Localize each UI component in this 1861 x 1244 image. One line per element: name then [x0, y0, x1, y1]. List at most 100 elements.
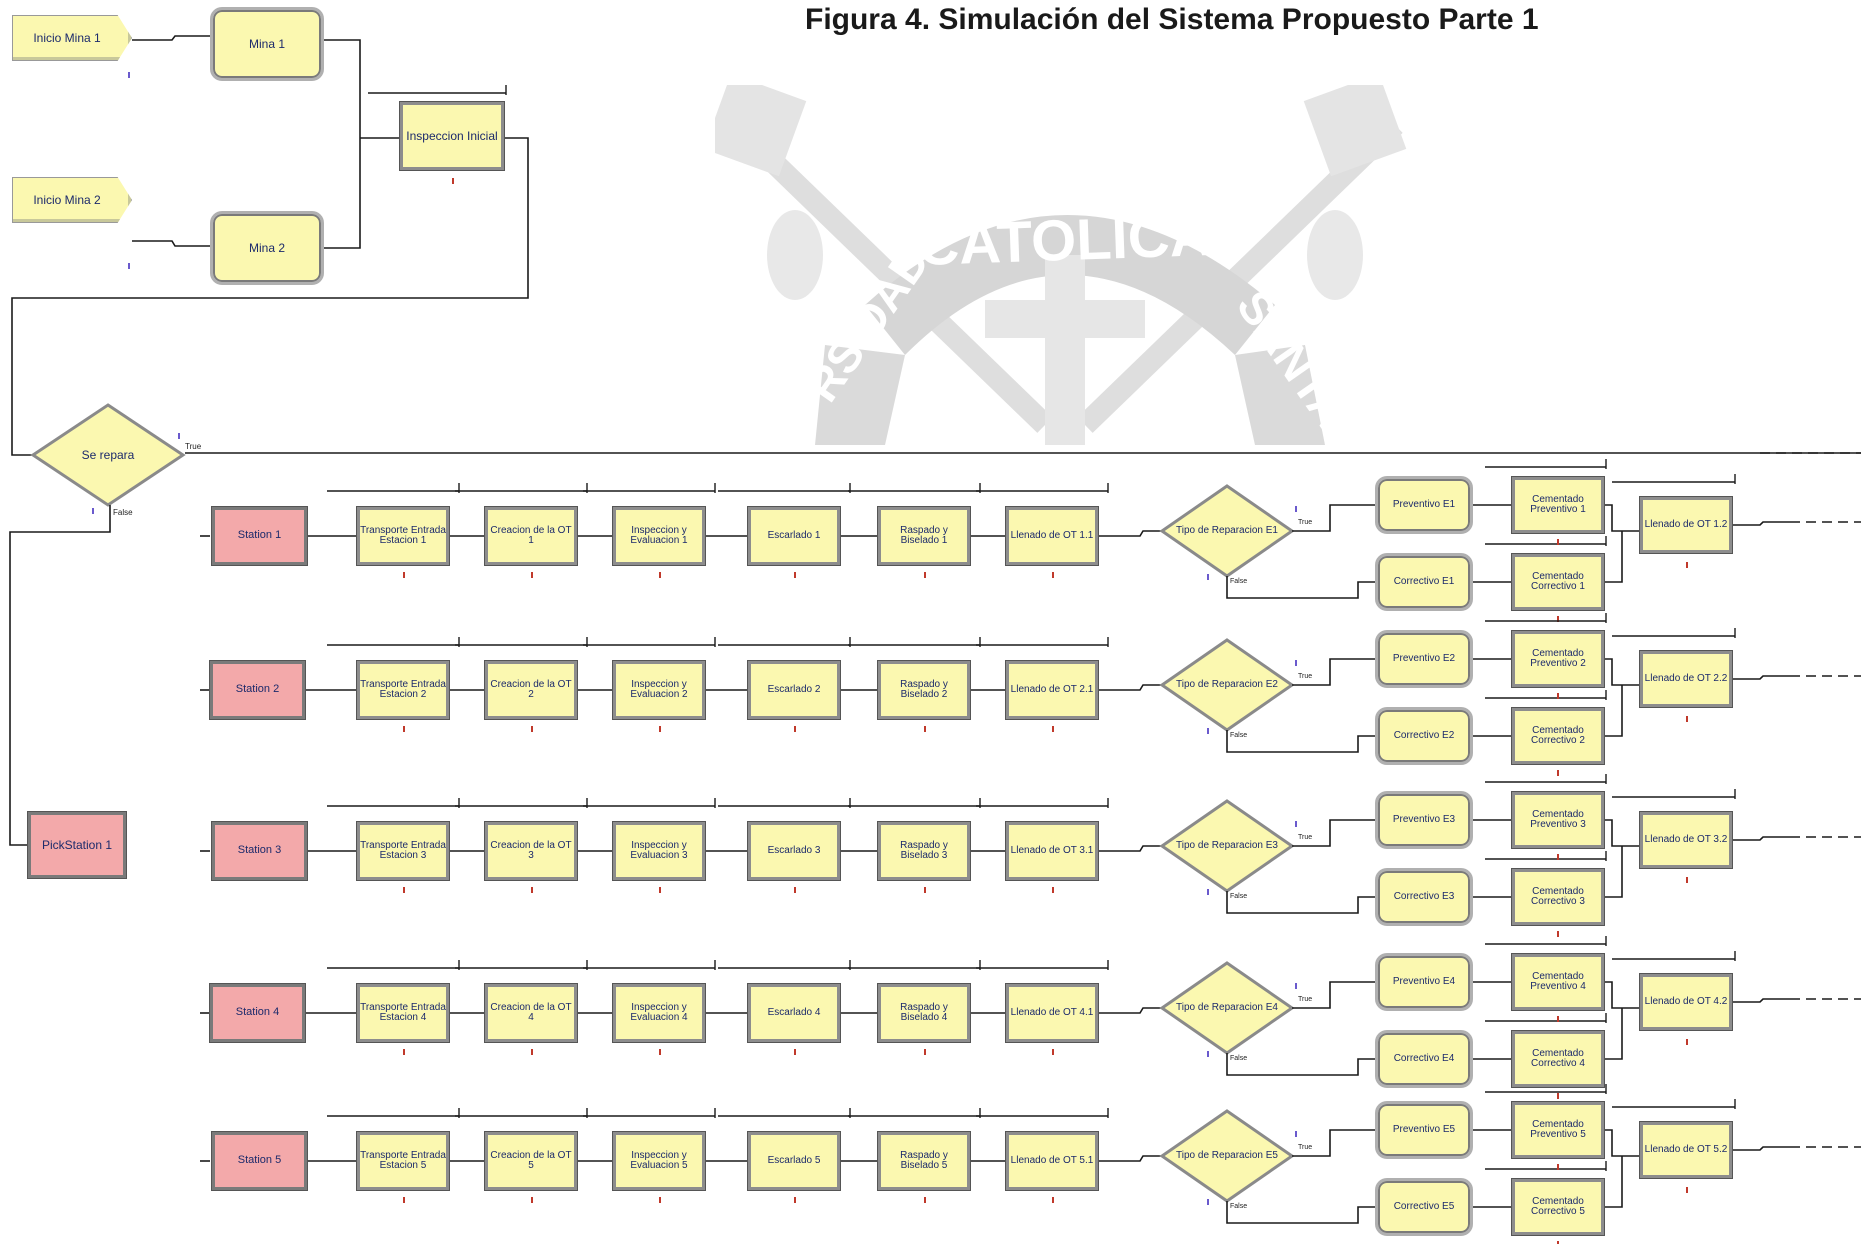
- transporte-4[interactable]: Transporte Entrada Estacion 4: [357, 984, 449, 1042]
- raspado-1-label: Raspado y Biselado 1: [881, 526, 967, 547]
- counter-marker: [1295, 1131, 1297, 1137]
- llenado-ot2-5[interactable]: Llenado de OT 5.2: [1640, 1122, 1732, 1178]
- transporte-3[interactable]: Transporte Entrada Estacion 3: [357, 822, 449, 880]
- creacion-1[interactable]: Creacion de la OT 1: [485, 507, 577, 565]
- station-3[interactable]: Station 3: [212, 822, 307, 880]
- preventivo-2[interactable]: Preventivo E2: [1378, 633, 1470, 685]
- cementado-correctivo-5[interactable]: Cementado Correctivo 5: [1512, 1179, 1604, 1235]
- counter-marker: [1207, 574, 1209, 580]
- counter-marker: [531, 887, 533, 893]
- cementado-preventivo-1[interactable]: Cementado Preventivo 1: [1512, 477, 1604, 533]
- preventivo-4[interactable]: Preventivo E4: [1378, 956, 1470, 1008]
- raspado-3[interactable]: Raspado y Biselado 3: [878, 822, 970, 880]
- cementado-correctivo-5-label: Cementado Correctivo 5: [1515, 1197, 1601, 1218]
- creacion-4[interactable]: Creacion de la OT 4: [485, 984, 577, 1042]
- llenado1-2[interactable]: Llenado de OT 2.1: [1006, 661, 1098, 719]
- station-2[interactable]: Station 2: [210, 661, 305, 719]
- counter-marker: [1557, 1016, 1559, 1022]
- llenado1-1[interactable]: Llenado de OT 1.1: [1006, 507, 1098, 565]
- decide-se-repara[interactable]: Se repara: [33, 443, 183, 467]
- station-4[interactable]: Station 4: [210, 984, 305, 1042]
- cementado-correctivo-4[interactable]: Cementado Correctivo 4: [1512, 1031, 1604, 1087]
- llenado1-4[interactable]: Llenado de OT 4.1: [1006, 984, 1098, 1042]
- preventivo-5[interactable]: Preventivo E5: [1378, 1104, 1470, 1156]
- station-1-label: Station 1: [238, 530, 281, 542]
- station-2-label: Station 2: [236, 684, 279, 696]
- raspado-1[interactable]: Raspado y Biselado 1: [878, 507, 970, 565]
- correctivo-3[interactable]: Correctivo E3: [1378, 871, 1470, 923]
- process-mina-1[interactable]: Mina 1: [213, 10, 321, 78]
- escarlado-3[interactable]: Escarlado 3: [748, 822, 840, 880]
- transporte-1[interactable]: Transporte Entrada Estacion 1: [357, 507, 449, 565]
- decide-tipo-reparacion-4[interactable]: Tipo de Reparacion E4: [1162, 996, 1292, 1020]
- create-inicio-mina-1[interactable]: Inicio Mina 1: [12, 15, 132, 61]
- connector-line: [1604, 659, 1640, 685]
- correctivo-2[interactable]: Correctivo E2: [1378, 710, 1470, 762]
- raspado-5-label: Raspado y Biselado 5: [881, 1151, 967, 1172]
- process-inspeccion-inicial[interactable]: Inspeccion Inicial: [400, 102, 504, 170]
- decide-se-repara-label: Se repara: [82, 449, 135, 462]
- create-inicio-mina-2[interactable]: Inicio Mina 2: [12, 177, 132, 223]
- decide-tipo-reparacion-1[interactable]: Tipo de Reparacion E1: [1162, 519, 1292, 543]
- cementado-correctivo-2[interactable]: Cementado Correctivo 2: [1512, 708, 1604, 764]
- transporte-2[interactable]: Transporte Entrada Estacion 2: [357, 661, 449, 719]
- inspeccion-4[interactable]: Inspeccion y Evaluacion 4: [613, 984, 705, 1042]
- escarlado-5[interactable]: Escarlado 5: [748, 1132, 840, 1190]
- cementado-preventivo-4[interactable]: Cementado Preventivo 4: [1512, 954, 1604, 1010]
- inspeccion-1-label: Inspeccion y Evaluacion 1: [616, 526, 702, 547]
- inspeccion-2[interactable]: Inspeccion y Evaluacion 2: [613, 661, 705, 719]
- escarlado-1[interactable]: Escarlado 1: [748, 507, 840, 565]
- decide-tipo-reparacion-3[interactable]: Tipo de Reparacion E3: [1162, 834, 1292, 858]
- cementado-preventivo-3[interactable]: Cementado Preventivo 3: [1512, 792, 1604, 848]
- process-mina-2[interactable]: Mina 2: [213, 214, 321, 282]
- correctivo-4[interactable]: Correctivo E4: [1378, 1033, 1470, 1085]
- creacion-2[interactable]: Creacion de la OT 2: [485, 661, 577, 719]
- llenado-ot2-3[interactable]: Llenado de OT 3.2: [1640, 812, 1732, 868]
- inspeccion-5[interactable]: Inspeccion y Evaluacion 5: [613, 1132, 705, 1190]
- cementado-correctivo-1[interactable]: Cementado Correctivo 1: [1512, 554, 1604, 610]
- preventivo-3[interactable]: Preventivo E3: [1378, 794, 1470, 846]
- counter-marker: [794, 1197, 796, 1203]
- llenado-ot2-1-label: Llenado de OT 1.2: [1645, 520, 1728, 531]
- counter-marker: [1052, 726, 1054, 732]
- counter-marker: [924, 1049, 926, 1055]
- connector-line: [1098, 1008, 1162, 1013]
- inspeccion-5-label: Inspeccion y Evaluacion 5: [616, 1151, 702, 1172]
- transporte-3-label: Transporte Entrada Estacion 3: [360, 841, 446, 862]
- raspado-4[interactable]: Raspado y Biselado 4: [878, 984, 970, 1042]
- correctivo-5[interactable]: Correctivo E5: [1378, 1181, 1470, 1233]
- cementado-correctivo-3[interactable]: Cementado Correctivo 3: [1512, 869, 1604, 925]
- creacion-5[interactable]: Creacion de la OT 5: [485, 1132, 577, 1190]
- raspado-5[interactable]: Raspado y Biselado 5: [878, 1132, 970, 1190]
- llenado1-3[interactable]: Llenado de OT 3.1: [1006, 822, 1098, 880]
- decide-tipo-reparacion-3-label: Tipo de Reparacion E3: [1176, 841, 1278, 852]
- create-inicio-mina-2-label: Inicio Mina 2: [33, 194, 100, 207]
- escarlado-4[interactable]: Escarlado 4: [748, 984, 840, 1042]
- transporte-4-label: Transporte Entrada Estacion 4: [360, 1003, 446, 1024]
- escarlado-2[interactable]: Escarlado 2: [748, 661, 840, 719]
- llenado-ot2-4[interactable]: Llenado de OT 4.2: [1640, 974, 1732, 1030]
- decide-tipo-reparacion-5[interactable]: Tipo de Reparacion E5: [1162, 1144, 1292, 1168]
- inspeccion-3[interactable]: Inspeccion y Evaluacion 3: [613, 822, 705, 880]
- decide-tipo-reparacion-2[interactable]: Tipo de Reparacion E2: [1162, 673, 1292, 697]
- connector-line: [1732, 676, 1790, 679]
- station-5[interactable]: Station 5: [212, 1132, 307, 1190]
- llenado1-5[interactable]: Llenado de OT 5.1: [1006, 1132, 1098, 1190]
- cementado-preventivo-5[interactable]: Cementado Preventivo 5: [1512, 1102, 1604, 1158]
- transporte-5[interactable]: Transporte Entrada Estacion 5: [357, 1132, 449, 1190]
- counter-marker: [1557, 1164, 1559, 1170]
- pickstation-1-label: PickStation 1: [42, 839, 112, 852]
- raspado-2[interactable]: Raspado y Biselado 2: [878, 661, 970, 719]
- inspeccion-1[interactable]: Inspeccion y Evaluacion 1: [613, 507, 705, 565]
- llenado1-2-label: Llenado de OT 2.1: [1011, 685, 1094, 696]
- connector-line: [1732, 999, 1790, 1002]
- cementado-correctivo-1-label: Cementado Correctivo 1: [1515, 572, 1601, 593]
- llenado-ot2-1[interactable]: Llenado de OT 1.2: [1640, 497, 1732, 553]
- pickstation-1[interactable]: PickStation 1: [28, 812, 126, 878]
- station-1[interactable]: Station 1: [212, 507, 307, 565]
- creacion-3[interactable]: Creacion de la OT 3: [485, 822, 577, 880]
- preventivo-1[interactable]: Preventivo E1: [1378, 479, 1470, 531]
- llenado-ot2-2[interactable]: Llenado de OT 2.2: [1640, 651, 1732, 707]
- correctivo-1[interactable]: Correctivo E1: [1378, 556, 1470, 608]
- cementado-preventivo-2[interactable]: Cementado Preventivo 2: [1512, 631, 1604, 687]
